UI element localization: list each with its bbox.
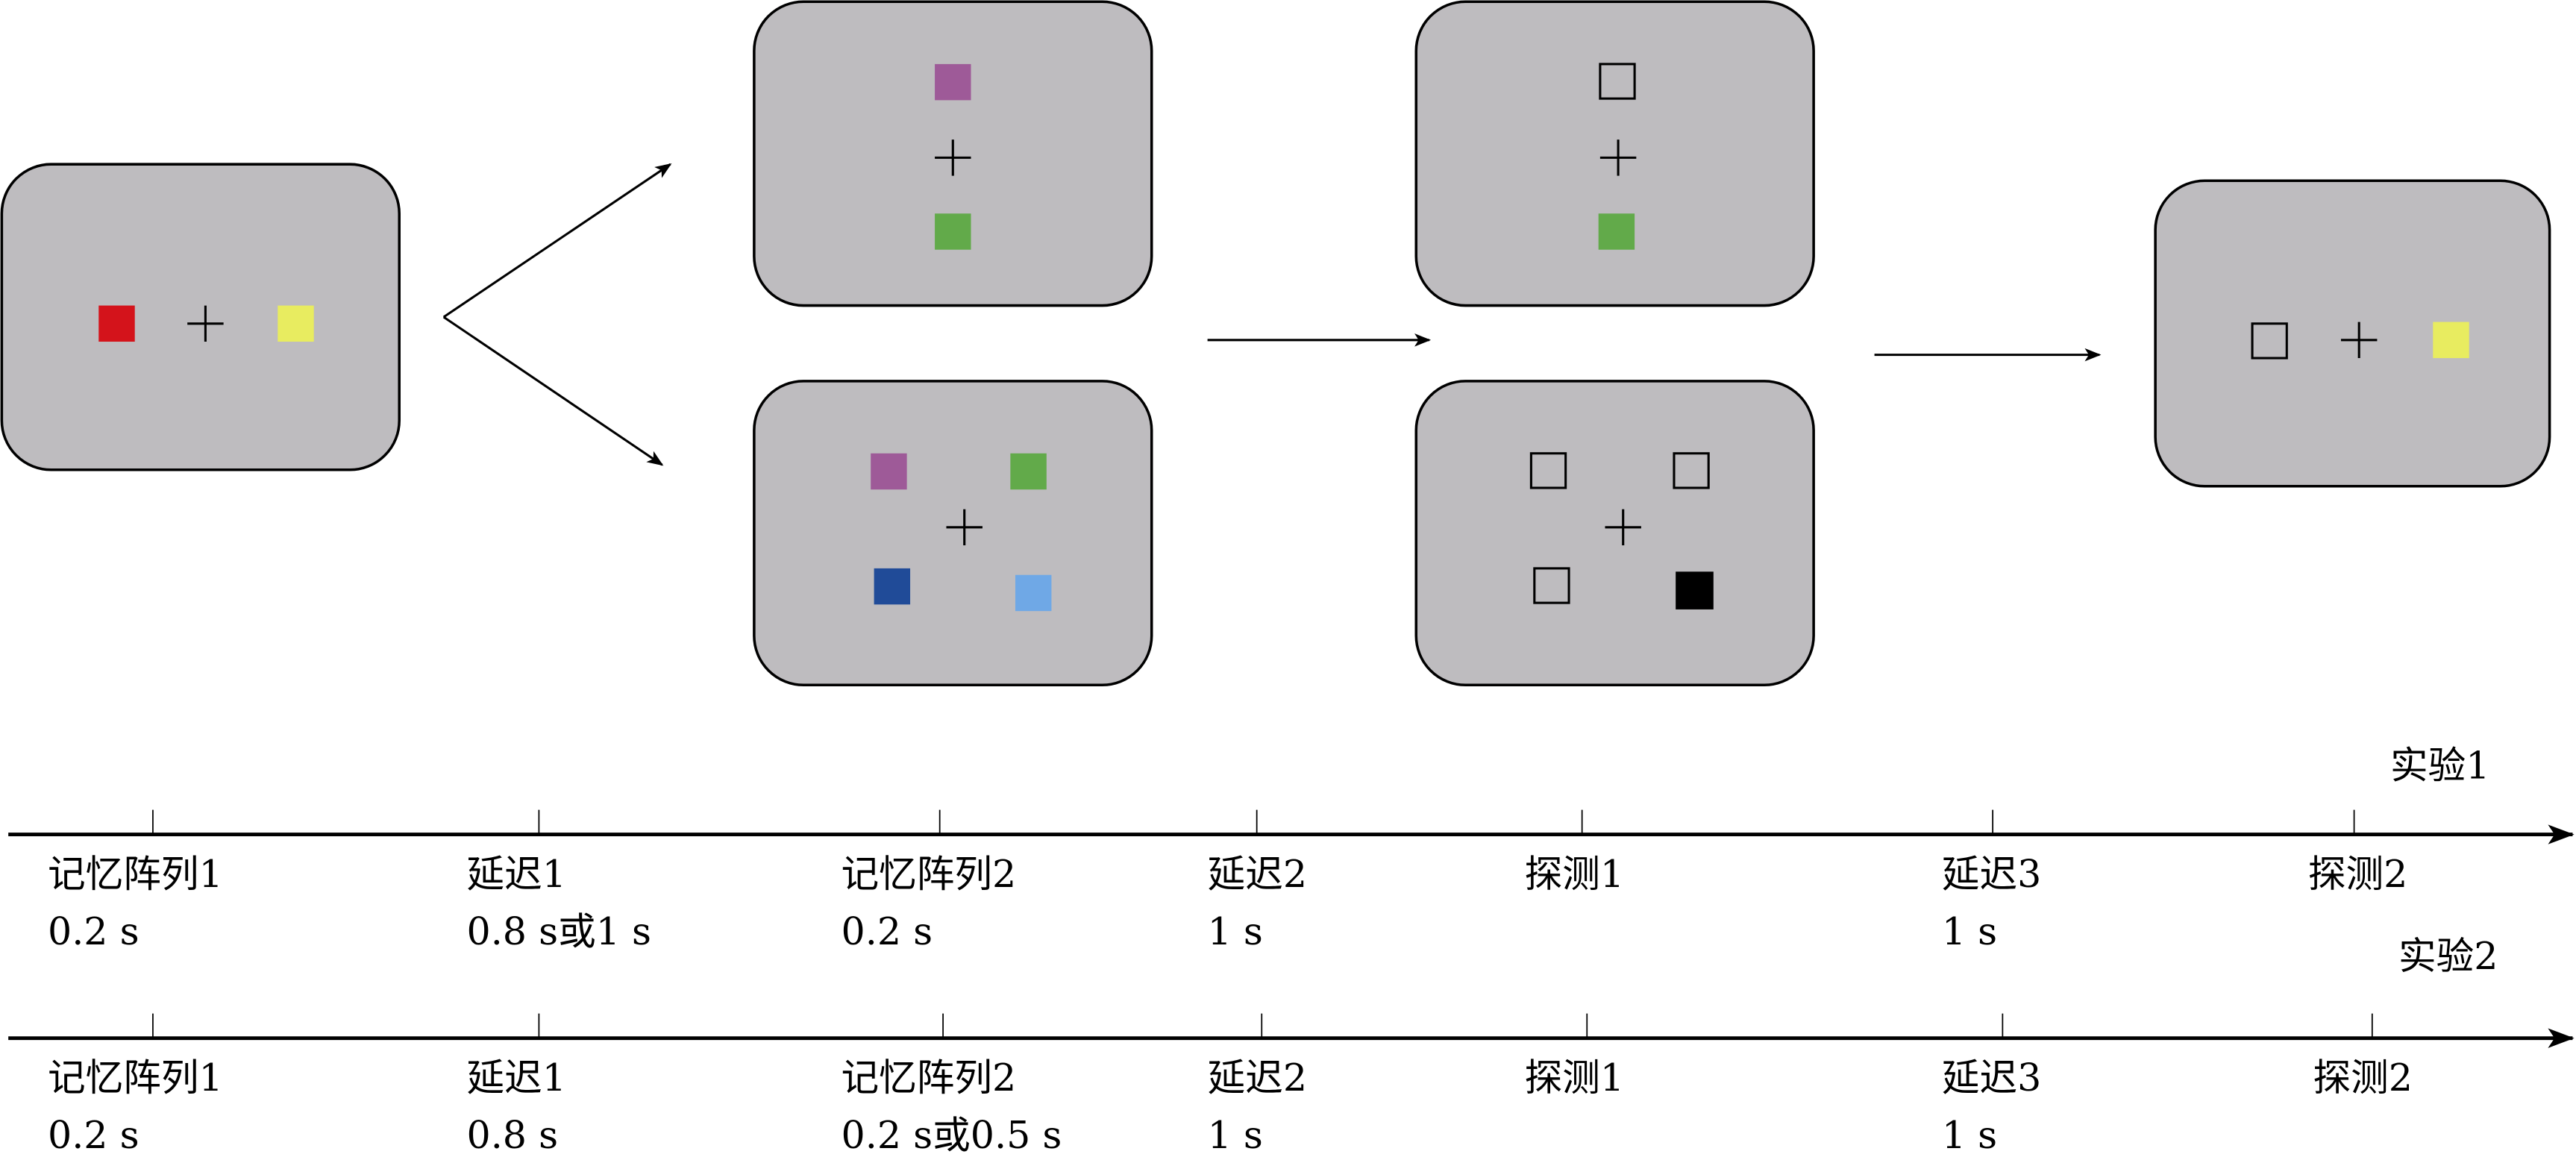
fixation-cross <box>187 305 224 342</box>
probe-2-panel <box>2154 179 2551 488</box>
event-label: 延迟3 <box>1942 852 2041 896</box>
empty-square <box>1529 452 1567 489</box>
event-label: 探测2 <box>2313 1056 2413 1100</box>
red-square <box>98 305 135 342</box>
probe-1-two-items-panel <box>1414 0 1815 307</box>
event-label: 记忆阵列2 <box>842 1056 1017 1100</box>
event-label: 延迟2 <box>1208 1056 1307 1100</box>
event-label: 延迟3 <box>1942 1056 2041 1100</box>
yellow-square <box>278 305 314 342</box>
event-duration: 0.8 s <box>467 1113 559 1157</box>
event-duration: 0.2 s或0.5 s <box>842 1113 1062 1157</box>
probe-1-four-items-panel <box>1414 380 1815 686</box>
event-duration: 0.2 s <box>48 1113 140 1157</box>
memory-array-2-two-items-panel <box>753 0 1153 307</box>
timeline-experiment-1: 实验1 记忆阵列1 0.2 s 延迟1 0.8 s或1 s 记忆阵列2 0.2 s 延迟2 1… <box>8 744 2575 953</box>
green-square <box>1010 453 1047 490</box>
green-square <box>935 213 971 250</box>
timeline-experiment-2: 实验2 记忆阵列1 0.2 s 延迟1 0.8 s 记忆阵列2 0.2 s或0.5 s 延迟… <box>8 934 2575 1157</box>
memory-array-2-four-items-panel <box>753 380 1153 686</box>
experiment-1-title: 实验1 <box>2390 744 2489 788</box>
empty-square <box>1673 452 1710 489</box>
event-label: 探测1 <box>1525 1056 1624 1100</box>
experiment-2-title: 实验2 <box>2398 934 2498 978</box>
empty-square <box>1599 63 1636 100</box>
event-duration: 0.2 s <box>842 909 933 953</box>
event-duration: 1 s <box>1942 909 1997 953</box>
event-duration: 0.2 s <box>48 909 140 953</box>
event-duration: 1 s <box>1208 909 1263 953</box>
yellow-square <box>2433 322 2469 359</box>
empty-square <box>2251 322 2288 360</box>
purple-square <box>935 63 971 101</box>
event-label: 探测1 <box>1525 852 1624 896</box>
memory-array-1-panel <box>0 163 401 471</box>
fixation-cross <box>1605 509 1641 546</box>
event-label: 延迟1 <box>467 1056 566 1100</box>
fixation-cross <box>2340 322 2378 359</box>
branch-arrow-up <box>442 163 672 319</box>
event-label: 记忆阵列1 <box>48 1056 223 1100</box>
purple-square <box>871 453 907 490</box>
dark-blue-square <box>874 568 911 605</box>
green-square <box>1598 213 1635 250</box>
light-blue-square <box>1015 574 1052 612</box>
branch-arrow-down <box>442 316 664 466</box>
fixation-cross <box>935 140 971 176</box>
event-label: 探测2 <box>2308 852 2407 896</box>
empty-square <box>1533 567 1570 604</box>
fixation-cross <box>946 509 983 546</box>
event-label: 记忆阵列1 <box>48 852 223 896</box>
event-duration: 1 s <box>1208 1113 1263 1157</box>
event-label: 记忆阵列2 <box>842 852 1017 896</box>
event-duration: 1 s <box>1942 1113 1997 1157</box>
fixation-cross <box>1599 140 1637 176</box>
black-square <box>1676 571 1714 609</box>
event-duration: 0.8 s或1 s <box>467 909 652 953</box>
event-label: 延迟2 <box>1208 852 1307 896</box>
event-label: 延迟1 <box>467 852 566 896</box>
